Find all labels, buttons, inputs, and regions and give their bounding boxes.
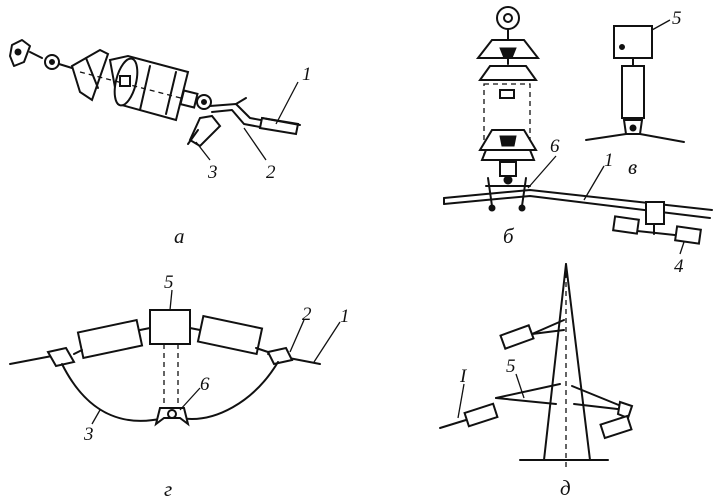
rod-body xyxy=(621,57,645,119)
panel-d-drawing xyxy=(439,263,634,470)
lower-crossarm-5 xyxy=(495,383,634,420)
label-b-4: 4 xyxy=(674,256,684,277)
label-g-6: 6 xyxy=(200,374,210,395)
label-a-2: 2 xyxy=(266,162,276,183)
caption-v: в xyxy=(628,155,637,179)
label-g-1: 1 xyxy=(340,306,350,327)
label-b-6: 6 xyxy=(550,136,560,157)
label-g-5: 5 xyxy=(164,272,174,293)
upper-damper xyxy=(499,319,565,350)
damper-4 xyxy=(612,201,702,245)
caption-d: д xyxy=(560,476,571,500)
lug-3 xyxy=(187,114,222,148)
panel-a-drawing xyxy=(9,39,301,161)
insulator-bell-upper xyxy=(475,39,541,81)
panel-g-drawing xyxy=(9,289,341,427)
wire-1 xyxy=(258,116,301,136)
weight-right xyxy=(196,314,269,356)
end-clamp-left xyxy=(46,346,76,368)
box-5 xyxy=(613,25,653,59)
tower xyxy=(519,263,609,470)
shackle-fitting xyxy=(9,39,73,70)
loop-3 xyxy=(61,361,279,422)
box-g-5 xyxy=(149,309,191,345)
weight-left xyxy=(76,318,144,360)
insulator-bell-lower xyxy=(478,129,538,161)
clamp-g-6 xyxy=(154,407,190,427)
panel-b-drawing xyxy=(443,6,713,255)
label-d-1: I xyxy=(459,366,468,387)
clamp-coupling xyxy=(179,89,212,110)
caption-a: а xyxy=(174,224,185,248)
caption-g: г xyxy=(164,477,172,501)
lower-dampers xyxy=(439,402,633,440)
label-a-3: 3 xyxy=(207,162,218,183)
insulator-string-body xyxy=(483,83,531,157)
label-v-5: 5 xyxy=(672,8,682,29)
label-b-1: 1 xyxy=(604,150,614,171)
drum-housing xyxy=(79,54,197,122)
label-g-3: 3 xyxy=(83,424,94,445)
label-a-1: 1 xyxy=(302,64,312,85)
suspension-clamp xyxy=(585,119,685,143)
clamp-assembly-6 xyxy=(485,161,531,212)
panel-v-drawing xyxy=(585,19,685,143)
end-clamp-right-2 xyxy=(266,346,294,366)
conductor-1 xyxy=(443,189,713,219)
label-d-5: 5 xyxy=(506,356,516,377)
dashed-link xyxy=(163,344,179,406)
caption-b: б xyxy=(503,224,515,248)
label-g-2: 2 xyxy=(302,304,312,325)
